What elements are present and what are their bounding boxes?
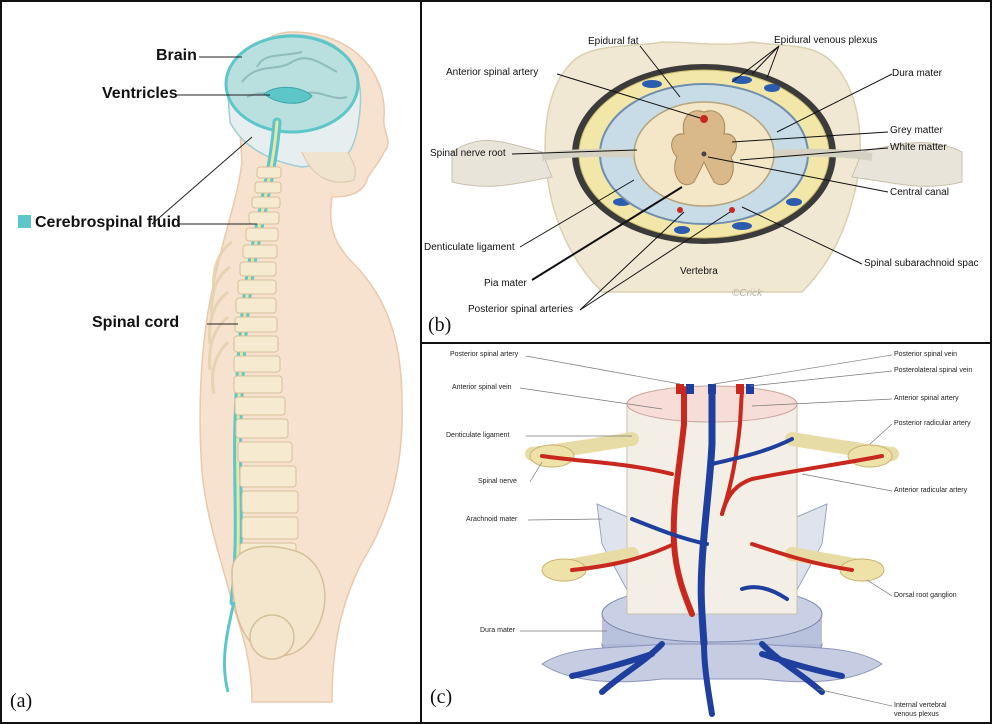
panel-tag-a: (a) (10, 690, 32, 713)
label-vertebra: Vertebra (680, 266, 718, 277)
body-silhouette-illustration (2, 2, 422, 724)
label-spinal-nerve-root: Spinal nerve root (430, 148, 506, 159)
label-cerebrospinal-fluid: Cerebrospinal fluid (18, 214, 181, 232)
label-epidural-venous-plexus: Epidural venous plexus (774, 35, 877, 46)
label-anterior-radicular-artery: Anterior radicular artery (894, 487, 967, 494)
csf-color-swatch (18, 215, 31, 228)
label-white-matter: White matter (890, 142, 947, 153)
label-anterior-spinal-artery: Anterior spinal artery (446, 67, 538, 78)
label-dura-mater-c: Dura mater (480, 627, 515, 634)
label-dura-mater: Dura mater (892, 68, 942, 79)
label-spinal-cord: Spinal cord (92, 314, 179, 332)
label-anterior-spinal-vein: Anterior spinal vein (452, 384, 512, 391)
panel-c-vascular-supply: Posterior spinal artery Posterior spinal… (420, 342, 992, 724)
label-arachnoid-mater: Arachnoid mater (466, 516, 517, 523)
artist-signature: ©Crick (732, 288, 762, 299)
label-internal-vertebral-venous-plexus-line1: Internal vertebral (894, 702, 947, 709)
label-anterior-spinal-artery: Anterior spinal artery (894, 395, 959, 402)
label-internal-vertebral-venous-plexus-line2: venous plexus (894, 711, 939, 718)
label-csf-text: Cerebrospinal fluid (35, 214, 181, 231)
label-posterolateral-spinal-vein: Posterolateral spinal vein (894, 367, 972, 374)
label-posterior-radicular-artery: Posterior radicular artery (894, 420, 971, 427)
label-denticulate-ligament-c: Denticulate ligament (446, 432, 509, 439)
label-denticulate-ligament: Denticulate ligament (424, 242, 515, 253)
label-grey-matter: Grey matter (890, 125, 943, 136)
label-spinal-nerve: Spinal nerve (478, 478, 517, 485)
panel-a-cns-overview: Brain Ventricles Cerebrospinal fluid Spi… (0, 0, 422, 724)
panel-tag-c: (c) (430, 686, 452, 709)
label-epidural-fat: Epidural fat (588, 36, 639, 47)
label-posterior-spinal-artery: Posterior spinal artery (450, 351, 518, 358)
label-central-canal: Central canal (890, 187, 949, 198)
panel-tag-b: (b) (428, 314, 451, 337)
label-spinal-subarachnoid-space: Spinal subarachnoid spac (864, 258, 979, 269)
label-pia-mater: Pia mater (484, 278, 527, 289)
panel-b-cross-section: Epidural fat Epidural venous plexus Ante… (420, 0, 992, 344)
spinal-cross-section-illustration (422, 2, 992, 344)
label-ventricles: Ventricles (102, 85, 178, 103)
label-brain: Brain (156, 47, 197, 65)
label-posterior-spinal-arteries: Posterior spinal arteries (468, 304, 573, 315)
label-posterior-spinal-vein: Posterior spinal vein (894, 351, 957, 358)
label-dorsal-root-ganglion: Dorsal root ganglion (894, 592, 957, 599)
